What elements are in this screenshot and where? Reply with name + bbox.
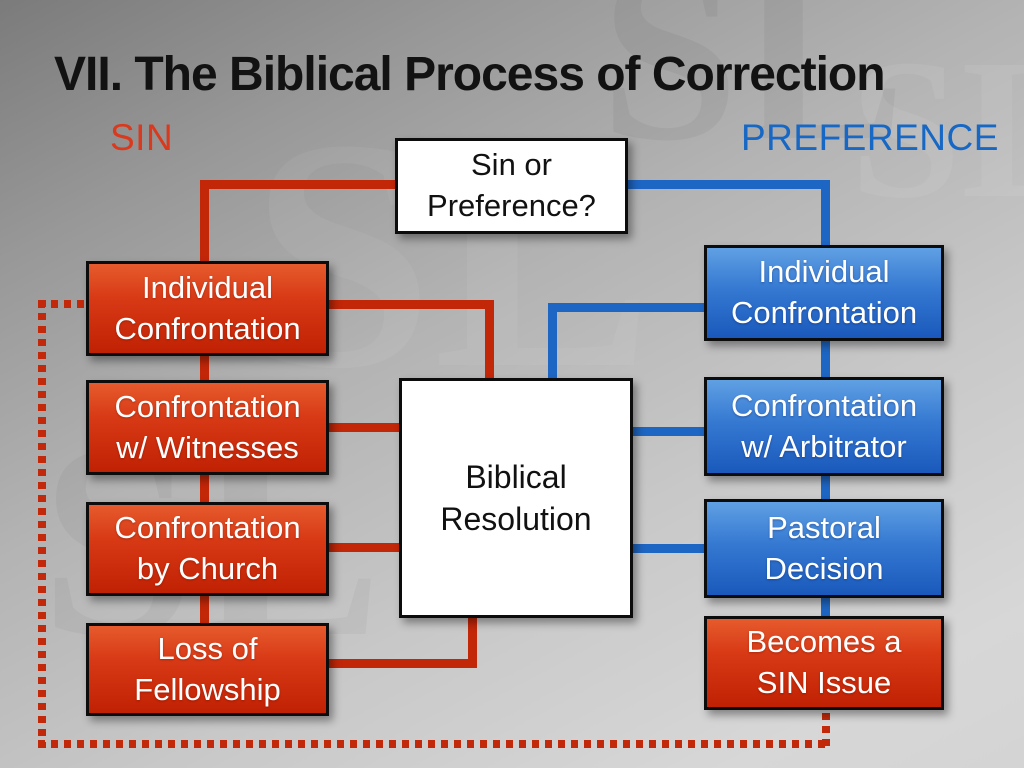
box-text-line: Resolution — [440, 501, 592, 537]
connector-sin-branch4-horizontal — [325, 659, 477, 668]
preference-step-confrontation-arbitrator: Confrontation w/ Arbitrator — [704, 377, 944, 476]
sin-column-header: SIN — [110, 117, 174, 158]
box-text-line: w/ Witnesses — [116, 429, 299, 465]
connector-preference-elbow-vertical — [821, 180, 830, 247]
preference-step-pastoral-decision: Pastoral Decision — [704, 499, 944, 598]
preference-step-becomes-sin-issue: Becomes a SIN Issue — [704, 616, 944, 710]
box-text-line: Sin or — [471, 147, 552, 183]
connector-sin-branch1-horizontal — [325, 300, 494, 309]
feedback-loop-dotted-top-horizontal — [38, 300, 88, 308]
connector-sin-trunk-2 — [200, 473, 209, 504]
feedback-loop-dotted-left-vertical — [38, 300, 46, 748]
connector-sin-trunk-3 — [200, 594, 209, 625]
box-text-line: Becomes a — [746, 624, 902, 660]
slide-title: VII. The Biblical Process of Correction — [54, 48, 886, 101]
decision-box-sin-or-preference: Sin or Preference? — [395, 138, 628, 234]
connector-preference-trunk-1 — [821, 339, 830, 379]
connector-sin-branch4-vertical — [468, 616, 477, 668]
connector-sin-branch1-vertical — [485, 300, 494, 380]
connector-preference-trunk-2 — [821, 474, 830, 501]
connector-sin-branch3 — [325, 543, 401, 552]
connector-sin-branch2 — [325, 423, 401, 432]
box-text-line: Decision — [764, 550, 884, 586]
connector-preference-branch1-horizontal — [548, 303, 706, 312]
box-text-line: Confrontation — [114, 388, 301, 424]
sin-step-confrontation-church: Confrontation by Church — [86, 502, 329, 596]
connector-preference-branch2 — [631, 427, 706, 436]
box-text-line: Confrontation — [114, 510, 301, 546]
feedback-loop-dotted-bottom-horizontal — [38, 740, 830, 748]
box-text-line: Preference? — [427, 188, 596, 223]
connector-preference-branch3 — [631, 544, 706, 553]
preference-column-header: PREFERENCE — [741, 117, 999, 158]
box-text-line: Individual — [142, 269, 273, 305]
box-text-line: Confrontation — [730, 295, 918, 330]
box-text-line: Confrontation — [114, 310, 301, 346]
box-text-line: w/ Arbitrator — [741, 428, 907, 464]
box-text-line: SIN Issue — [756, 665, 892, 700]
connector-preference-trunk-3 — [821, 596, 830, 618]
sin-step-individual-confrontation: Individual Confrontation — [86, 261, 329, 356]
connector-sin-elbow-horizontal — [200, 180, 396, 189]
box-text-line: Fellowship — [134, 671, 281, 707]
box-text-line: by Church — [136, 551, 279, 586]
box-text-line: Pastoral — [767, 509, 881, 545]
box-text-line: Confrontation — [730, 387, 918, 423]
preference-step-individual-confrontation: Individual Confrontation — [704, 245, 944, 341]
sin-step-confrontation-witnesses: Confrontation w/ Witnesses — [86, 380, 329, 475]
connector-sin-elbow-vertical — [200, 180, 209, 265]
box-text-line: Biblical — [465, 458, 567, 495]
connector-preference-elbow-horizontal — [628, 180, 830, 189]
box-text-line: Individual — [758, 254, 890, 290]
sin-step-loss-of-fellowship: Loss of Fellowship — [86, 623, 329, 716]
feedback-loop-dotted-right-vertical — [822, 713, 830, 748]
connector-sin-trunk-1 — [200, 354, 209, 382]
box-text-line: Loss of — [157, 630, 258, 666]
connector-preference-branch1-vertical — [548, 303, 557, 380]
resolution-box-biblical: Biblical Resolution — [399, 378, 633, 618]
